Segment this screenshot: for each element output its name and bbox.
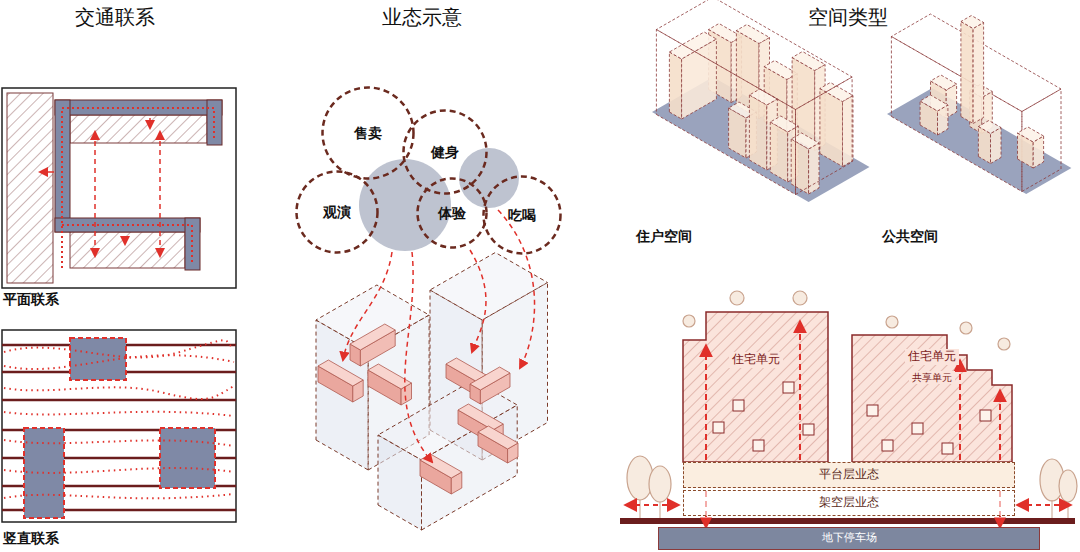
iso-face: [770, 116, 798, 132]
window-symbol: [867, 405, 878, 416]
level-band: 平台层业态: [683, 462, 1015, 488]
iso-face: [446, 358, 486, 381]
circulation-arrow: [959, 361, 961, 460]
circulation-arrow: [799, 322, 801, 460]
program-circle: 体验: [416, 177, 488, 249]
iso-face: [820, 89, 843, 167]
vertical-panel: [2, 330, 236, 522]
iso-face: [316, 285, 429, 350]
iso-face: [368, 364, 412, 389]
iso-face: [350, 324, 395, 350]
node-label: 观演: [323, 203, 351, 221]
window-symbol: [980, 410, 991, 421]
caption-label: 公共空间: [882, 229, 938, 244]
caption-label: 住户空间: [636, 229, 692, 244]
program-circle: 吃喝: [482, 175, 562, 255]
iso-face: [430, 253, 548, 321]
iso-face: [891, 37, 1022, 192]
node-label: 体验: [438, 204, 466, 222]
window-symbol: [942, 443, 953, 454]
iso-face: [820, 83, 853, 102]
circle-outline: [323, 88, 414, 179]
circle-outline: [404, 111, 487, 194]
iso-face: [792, 52, 825, 71]
window-symbol: [713, 422, 724, 433]
iso-face: [931, 75, 957, 90]
iso-face: [920, 95, 948, 111]
iso-face: [978, 121, 1001, 134]
circle-outline: [484, 177, 561, 254]
caption-label: 平面联系: [3, 292, 59, 307]
circulation-arrow: [705, 346, 707, 460]
circle-outline: [297, 172, 378, 253]
program-circle: 健身: [402, 109, 488, 195]
overlap-circles: [359, 148, 519, 251]
iso-face: [470, 367, 510, 390]
housing-unit: 住宅单元: [683, 312, 828, 462]
window-symbol: [803, 424, 814, 435]
program-circle: 售卖: [321, 86, 415, 180]
iso-face: [420, 454, 462, 478]
iso-face: [458, 404, 503, 430]
plan-panel: [2, 88, 236, 288]
section-title: 交通联系: [75, 6, 155, 28]
window-symbol: [912, 423, 923, 434]
node-sublabel: 共享单元: [909, 371, 955, 384]
section-ground: [620, 291, 1077, 524]
iso-face: [770, 122, 787, 182]
level-band: 地下停车场: [658, 527, 1040, 550]
housing-unit: 住宅单元共享单元: [852, 335, 1012, 462]
node-label: 健身: [431, 143, 459, 161]
node-label: 平台层业态: [816, 467, 882, 483]
iso-face: [669, 52, 681, 119]
iso-face: [478, 426, 518, 449]
level-band: 架空层业态: [683, 490, 1015, 516]
building-outline: [852, 335, 1012, 462]
iso-blocks: [316, 0, 1071, 530]
node-label: 架空层业态: [816, 495, 882, 511]
iso-face: [736, 25, 769, 44]
iso-face: [843, 96, 854, 167]
window-symbol: [733, 400, 744, 411]
iso-face: [961, 16, 984, 29]
node-label: 售卖: [354, 124, 382, 142]
iso-face: [961, 22, 973, 124]
iso-face: [656, 30, 795, 195]
node-outline: [683, 312, 828, 462]
node-label: 吃喝: [508, 206, 536, 224]
iso-face: [796, 77, 853, 195]
iso-face: [669, 32, 716, 59]
circle-outline: [418, 179, 487, 248]
building-outline: [683, 312, 828, 462]
program-arrows: [343, 210, 535, 462]
program-circle: 观演: [295, 170, 379, 254]
node-label: 住宅单元: [905, 349, 959, 365]
iso-face: [973, 23, 984, 124]
node-label: 地下停车场: [819, 531, 880, 545]
iso-face: [1018, 127, 1044, 142]
caption-label: 竖直联系: [3, 531, 59, 546]
section-title: 空间类型: [808, 6, 888, 28]
window-symbol: [783, 382, 794, 393]
circulation-arrow: [999, 391, 1001, 460]
window-symbol: [882, 440, 893, 451]
section-title: 业态示意: [382, 6, 462, 28]
iso-face: [749, 95, 766, 170]
window-symbol: [753, 440, 764, 451]
node-label: 住宅单元: [729, 352, 783, 368]
